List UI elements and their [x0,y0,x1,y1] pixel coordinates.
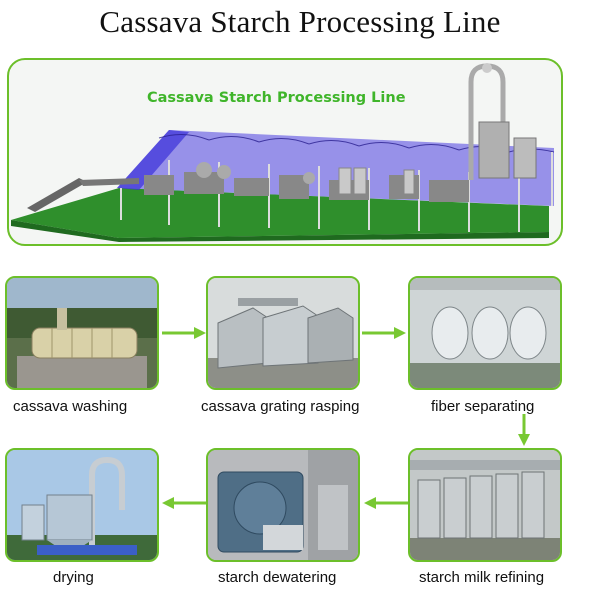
photo-starch-dewatering [206,448,360,562]
arrow-left-icon [364,497,408,509]
arrow-down-icon [518,414,530,446]
floor-green [11,188,549,238]
hero-title: Cassava Starch Processing Line [147,90,406,106]
photo-starch-milk-refining [408,448,562,562]
processing-line-illustration: Cassava Starch Processing Line [7,58,563,246]
label-cassava-grating-rasping: cassava grating rasping [201,398,360,415]
label-cassava-washing: cassava washing [13,398,128,415]
washing-drum [31,327,138,359]
photo-drying [5,448,159,562]
label-starch-dewatering: starch dewatering [218,569,337,586]
photo-fiber-separating [408,276,562,390]
flash-dryer [21,456,125,555]
centrifugal-sieves [431,306,547,360]
label-fiber-separating: fiber separating [431,398,535,415]
page-title: Cassava Starch Processing Line [99,4,501,39]
photo-cassava-grating-rasping [206,276,360,390]
arrow-left-icon [162,497,206,509]
arrow-right-icon [362,327,406,339]
peeler-centrifuge [217,471,304,553]
rasper-machines [217,305,354,369]
photo-cassava-washing [5,276,159,390]
label-starch-milk-refining: starch milk refining [419,569,545,586]
hydrocyclone-units [417,471,545,539]
plant-render [11,63,555,242]
label-drying: drying [53,569,94,586]
arrow-right-icon [162,327,206,339]
